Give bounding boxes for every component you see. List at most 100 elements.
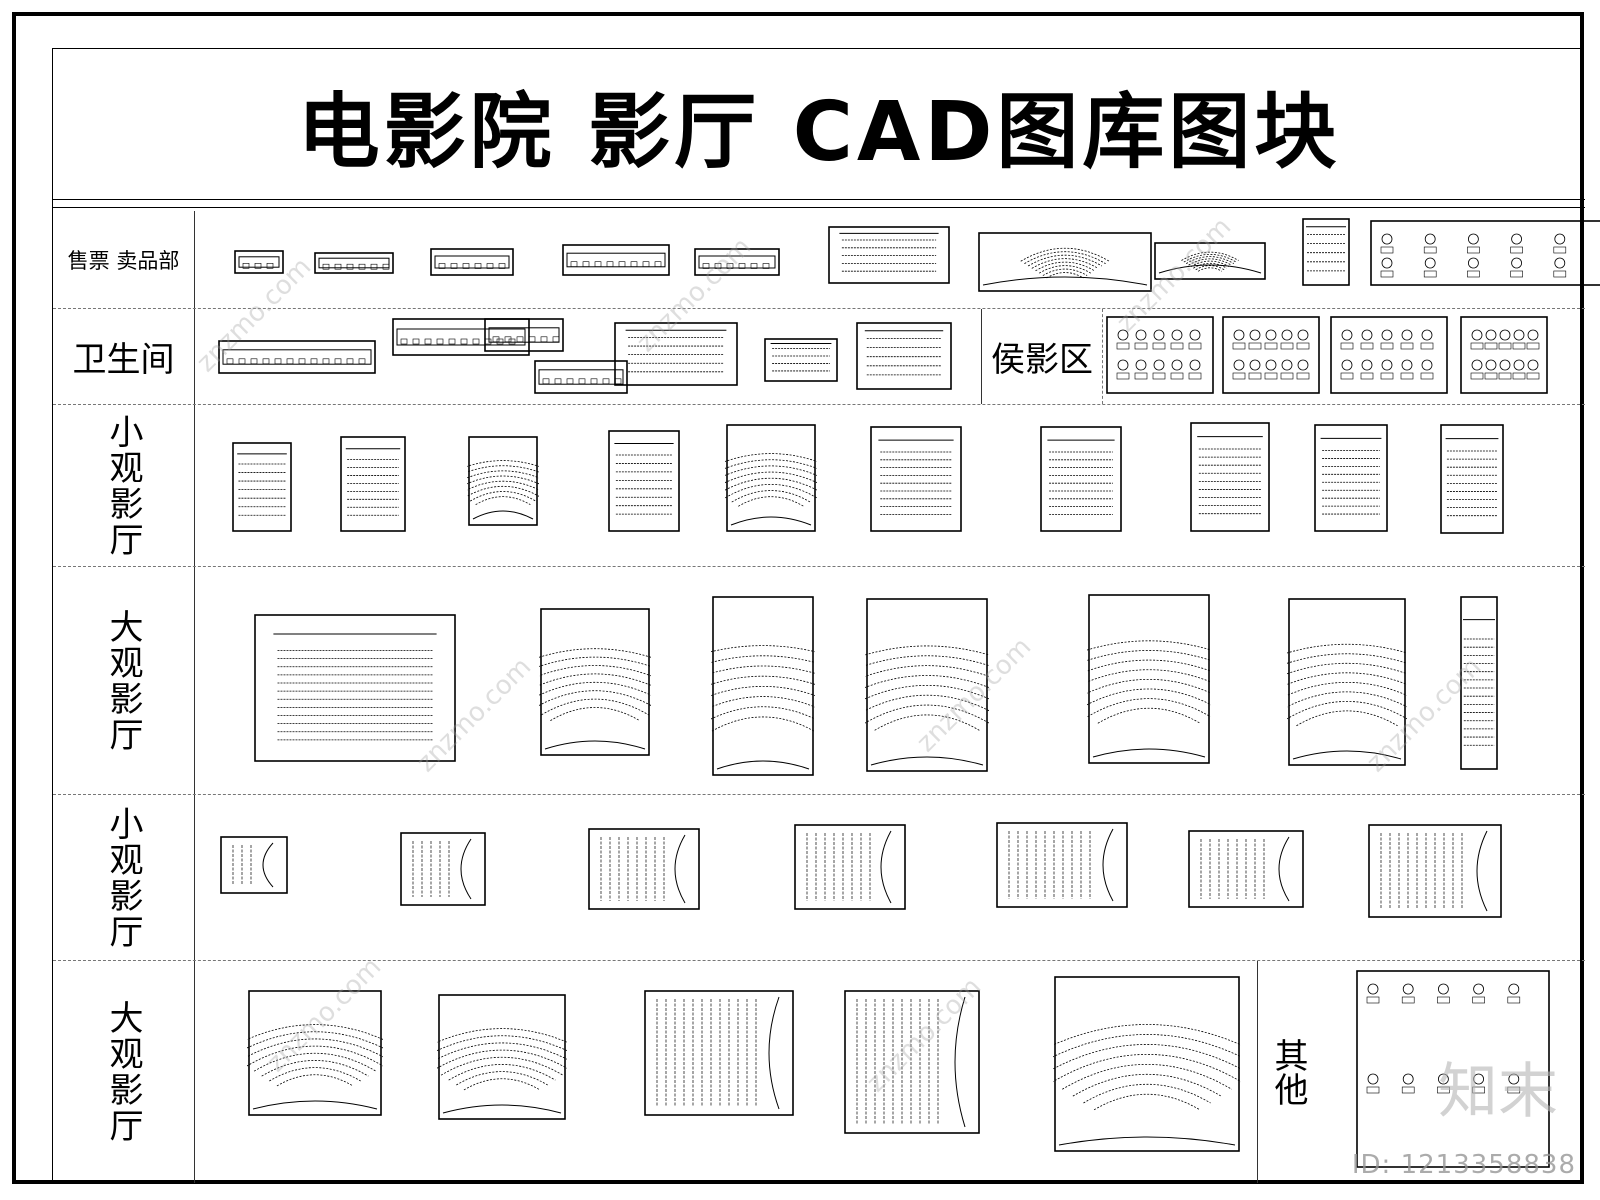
- thumb-strip-lounge: [1105, 309, 1579, 404]
- cad-plan-thumbnail: [1369, 219, 1600, 287]
- cad-plan-thumbnail: [607, 429, 681, 533]
- thumb-strip: [203, 309, 979, 404]
- thumb-strip: [203, 961, 1293, 1183]
- section-restroom: 卫生间 侯影区: [53, 309, 1585, 405]
- section-label: 小观影厅: [53, 405, 195, 566]
- cad-plan-thumbnail: [725, 423, 817, 533]
- page-title: 电影院 影厅 CAD图库图块: [297, 84, 1341, 180]
- cad-plan-drawing: [644, 990, 794, 1116]
- thumb-strip: [203, 211, 1600, 308]
- cad-plan-thumbnail: [693, 247, 781, 277]
- cad-plan-drawing: [588, 828, 700, 910]
- cad-plan-thumbnail: [429, 247, 515, 277]
- cad-plan-drawing: [437, 994, 567, 1120]
- drawing-frame: 电影院 影厅 CAD图库图块 售票 卖品部 卫生间 侯影区 小观影厅 大观影厅 …: [52, 48, 1600, 1183]
- cad-plan-drawing: [467, 436, 539, 526]
- cad-plan-drawing: [711, 596, 815, 776]
- cad-plan-drawing: [1330, 316, 1448, 394]
- cad-plan-thumbnail: [253, 613, 457, 763]
- cad-plan-thumbnail: [1367, 823, 1503, 919]
- cad-plan-drawing: [870, 426, 962, 532]
- title-rule-2: [53, 207, 1585, 208]
- cad-plan-thumbnail: [1187, 829, 1305, 909]
- cad-plan-thumbnail: [843, 989, 981, 1135]
- section-small-hall-1: 小观影厅: [53, 405, 1585, 567]
- cad-plan-drawing: [1106, 316, 1214, 394]
- cad-plan-thumbnail: [217, 339, 377, 375]
- cad-plan-thumbnail: [1153, 241, 1267, 281]
- section-sublabel: 侯影区: [981, 309, 1103, 404]
- cad-plan-drawing: [1190, 422, 1270, 532]
- cad-plan-drawing: [1356, 970, 1550, 1168]
- thumb-strip: [203, 405, 1579, 566]
- cad-plan-drawing: [1440, 424, 1504, 534]
- cad-plan-drawing: [1302, 218, 1350, 286]
- section-label: 大观影厅: [53, 567, 195, 794]
- cad-plan-thumbnail: [247, 989, 383, 1117]
- cad-plan-thumbnail: [339, 435, 407, 533]
- cad-plan-drawing: [220, 836, 288, 894]
- cad-plan-thumbnail: [539, 607, 651, 757]
- cad-plan-drawing: [484, 318, 564, 352]
- cad-plan-thumbnail: [1439, 423, 1505, 535]
- cad-plan-thumbnail: [1087, 593, 1211, 765]
- cad-plan-thumbnail: [399, 831, 487, 907]
- cad-plan-thumbnail: [711, 595, 815, 777]
- cad-plan-thumbnail: [613, 321, 739, 387]
- cad-plan-drawing: [1287, 598, 1407, 766]
- cad-plan-thumbnail: [1355, 969, 1551, 1169]
- cad-plan-thumbnail: [865, 597, 989, 773]
- thumb-strip-other: [1323, 961, 1579, 1183]
- cad-plan-thumbnail: [561, 243, 671, 277]
- thumb-strip: [203, 567, 1579, 794]
- section-label: 售票 卖品部: [53, 211, 195, 308]
- cad-plan-drawing: [794, 824, 906, 910]
- cad-plan-drawing: [247, 990, 383, 1116]
- cad-plan-drawing: [400, 832, 486, 906]
- cad-plan-drawing: [1460, 316, 1548, 394]
- image-id: ID: 1213358838: [1351, 1150, 1576, 1180]
- section-label: 卫生间: [53, 309, 195, 404]
- cad-plan-thumbnail: [1459, 315, 1549, 395]
- brand-logo: 知末: [1438, 1057, 1558, 1127]
- cad-plan-thumbnail: [763, 337, 839, 383]
- cad-plan-thumbnail: [643, 989, 795, 1117]
- cad-plan-drawing: [234, 250, 284, 274]
- cad-plan-thumbnail: [233, 249, 285, 275]
- cad-plan-thumbnail: [313, 251, 395, 275]
- cad-plan-thumbnail: [1189, 421, 1271, 533]
- thumb-strip: [203, 795, 1579, 960]
- cad-plan-thumbnail: [1301, 217, 1351, 287]
- cad-plan-thumbnail: [995, 821, 1129, 909]
- cad-plan-thumbnail: [869, 425, 963, 533]
- cad-plan-thumbnail: [533, 359, 629, 395]
- cad-plan-thumbnail: [437, 993, 567, 1121]
- cad-plan-drawing: [694, 248, 780, 276]
- cad-plan-drawing: [608, 430, 680, 532]
- cad-plan-thumbnail: [1313, 423, 1389, 533]
- cad-plan-drawing: [314, 252, 394, 274]
- section-sublabel: 其他: [1257, 961, 1319, 1183]
- cad-plan-drawing: [534, 360, 628, 394]
- cad-plan-drawing: [856, 322, 952, 390]
- cad-plan-thumbnail: [483, 317, 565, 353]
- cad-plan-thumbnail: [467, 435, 539, 527]
- cad-plan-thumbnail: [827, 225, 951, 285]
- cad-plan-thumbnail: [977, 231, 1153, 293]
- cad-plan-drawing: [996, 822, 1128, 908]
- section-label: 大观影厅: [53, 961, 195, 1183]
- cad-plan-drawing: [1040, 426, 1122, 532]
- cad-plan-drawing: [430, 248, 514, 276]
- cad-plan-drawing: [232, 442, 292, 532]
- cad-plan-thumbnail: [855, 321, 953, 391]
- cad-plan-drawing: [978, 232, 1152, 292]
- cad-plan-thumbnail: [219, 835, 289, 895]
- section-small-hall-2: 小观影厅: [53, 795, 1585, 961]
- cad-plan-thumbnail: [587, 827, 701, 911]
- cad-plan-drawing: [865, 598, 989, 772]
- cad-plan-thumbnail: [231, 441, 293, 533]
- cad-plan-drawing: [1222, 316, 1320, 394]
- title-rule: [53, 199, 1585, 200]
- cad-plan-drawing: [1154, 242, 1266, 280]
- section-label: 小观影厅: [53, 795, 195, 960]
